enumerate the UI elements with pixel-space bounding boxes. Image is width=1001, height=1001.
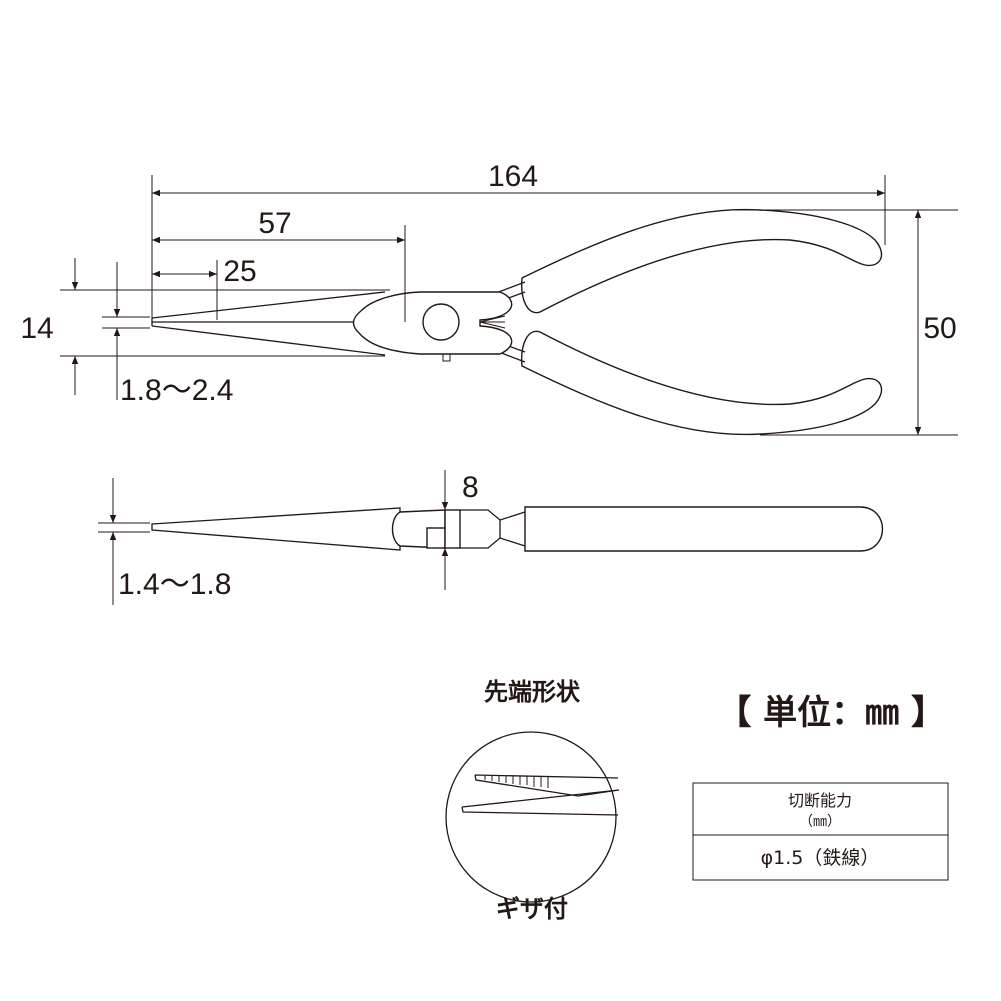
tip-detail-caption: ギザ付 [496,895,568,923]
spring-pin [442,353,451,362]
side-handle [524,506,884,552]
dim-overall-length: 164 [488,160,538,193]
lower-handle [521,330,883,436]
dim-tip-width: 1.8〜2.4 [120,374,233,407]
dim-overall-width: 50 [923,312,956,345]
table-value: φ1.5（鉄線） [761,847,880,869]
upper-jaw [151,291,386,319]
table-header-unit: （㎜） [799,814,841,830]
dim-head-length: 57 [258,207,291,240]
pliers-side-view: 8 1.4〜1.8 [98,470,884,605]
dim-head-thickness: 8 [462,471,479,504]
pliers-top-view [151,208,883,436]
dim-jaw-width: 14 [20,312,53,345]
tip-detail-title: 先端形状 [484,678,581,706]
tip-detail: 先端形状 ギザ付 [445,678,620,923]
table-header-label: 切断能力 [788,791,852,810]
dim-jaw-length: 25 [223,255,256,288]
pivot-rivet [422,303,460,341]
lower-jaw [151,325,386,356]
cutting-capacity-table: 切断能力 （㎜） φ1.5（鉄線） [692,782,949,881]
dim-tip-thickness: 1.4〜1.8 [118,568,231,601]
upper-handle [521,208,883,314]
unit-label: 【 単位：㎜ 】 [717,693,945,733]
top-view-dimensions: 164 57 25 14 1.8〜2.4 50 [20,160,958,436]
